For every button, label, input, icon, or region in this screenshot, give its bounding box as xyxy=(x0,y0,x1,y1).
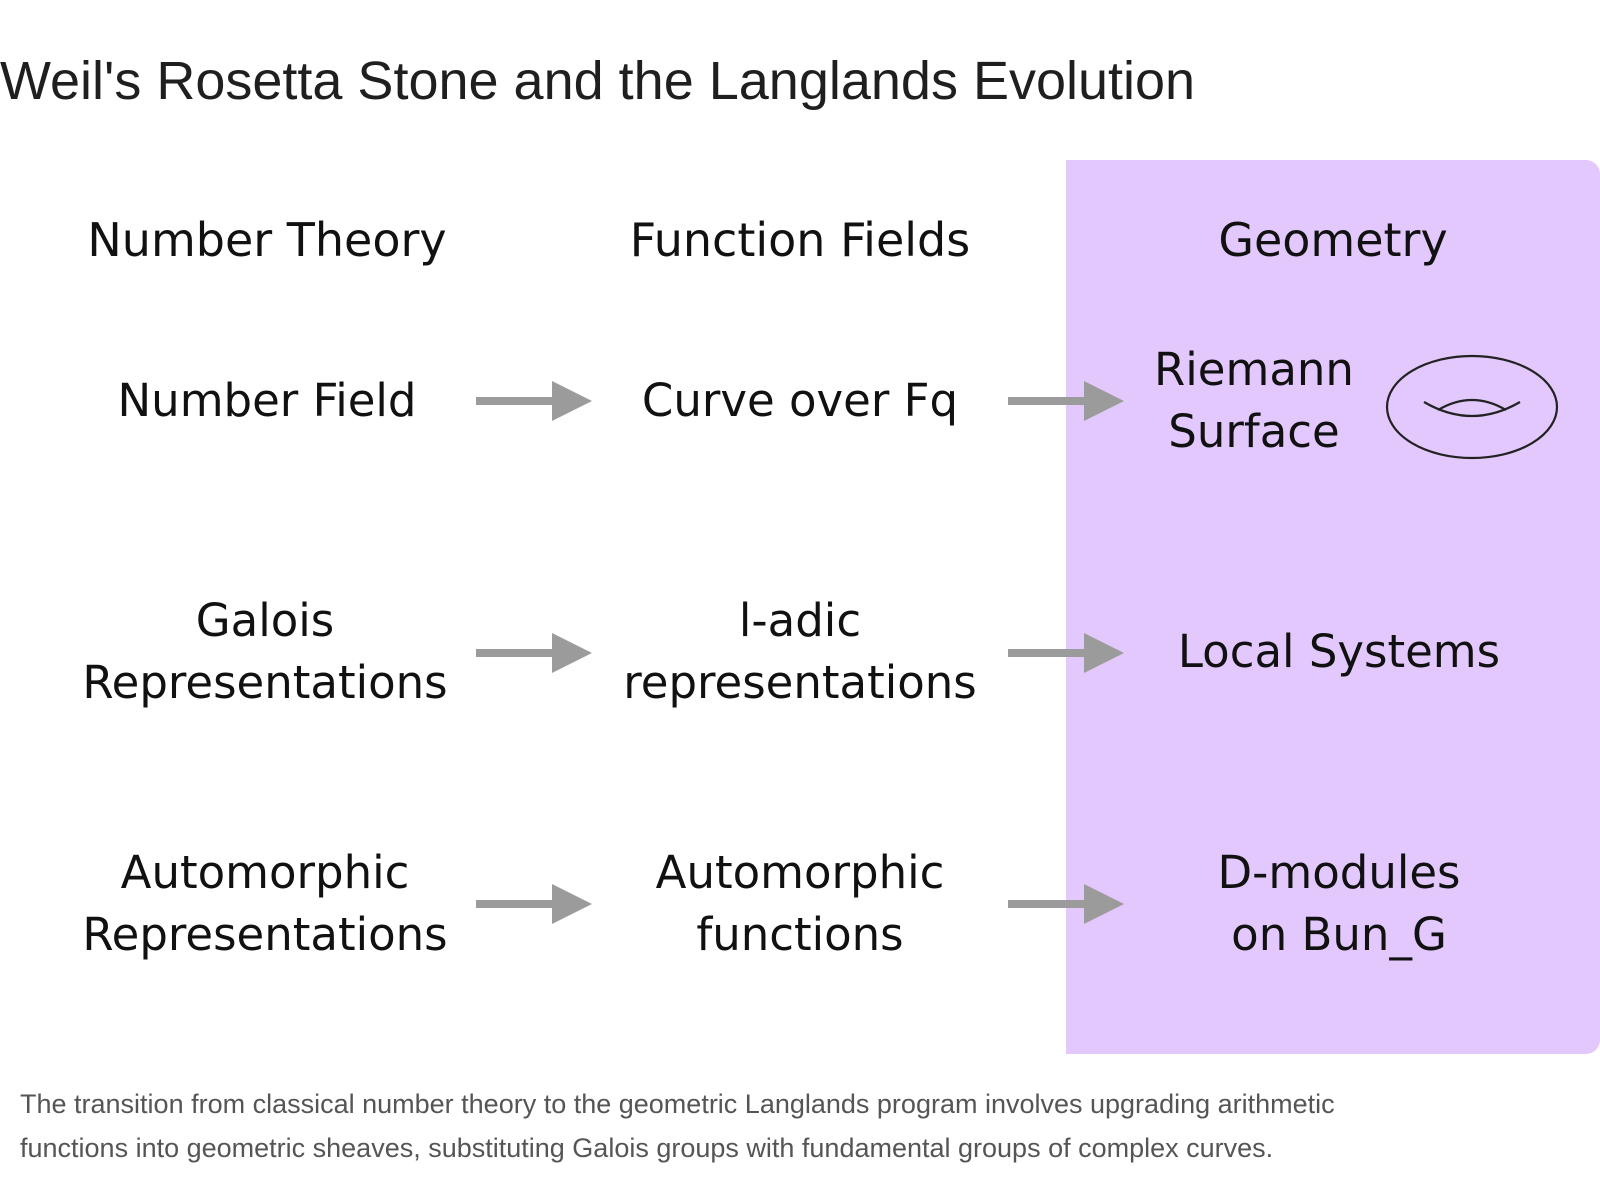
arrow-right-icon xyxy=(476,381,592,421)
cell-galois-representations: Galois Representations xyxy=(82,594,448,709)
figure-caption: The transition from classical number the… xyxy=(20,1089,1335,1163)
cell-number-field: Number Field xyxy=(117,374,417,427)
arrow-right-icon xyxy=(1008,381,1124,421)
column-header-number-theory: Number Theory xyxy=(87,213,447,267)
geometry-column-panel xyxy=(1066,160,1600,1054)
cell-riemann-surface: Riemann Surface xyxy=(1154,343,1354,458)
rosetta-stone-diagram: Number Theory Function Fields Geometry N… xyxy=(0,160,1600,1054)
torus-icon xyxy=(1385,354,1559,460)
column-header-geometry: Geometry xyxy=(1218,213,1448,267)
cell-automorphic-representations: Automorphic Representations xyxy=(82,846,448,961)
arrow-right-icon xyxy=(476,884,592,924)
cell-l-adic-representations: l-adic representations xyxy=(623,594,977,709)
column-header-function-fields: Function Fields xyxy=(629,213,971,267)
page-title: Weil's Rosetta Stone and the Langlands E… xyxy=(0,51,1196,111)
cell-automorphic-functions: Automorphic functions xyxy=(655,846,945,961)
cell-curve-over-fq: Curve over Fq xyxy=(641,374,959,427)
arrow-right-icon xyxy=(476,633,592,673)
cell-d-modules-on-bun-g: D-modules on Bun_G xyxy=(1217,846,1461,961)
arrow-right-icon xyxy=(1008,633,1124,673)
cell-local-systems: Local Systems xyxy=(1177,625,1501,678)
arrow-right-icon xyxy=(1008,884,1124,924)
